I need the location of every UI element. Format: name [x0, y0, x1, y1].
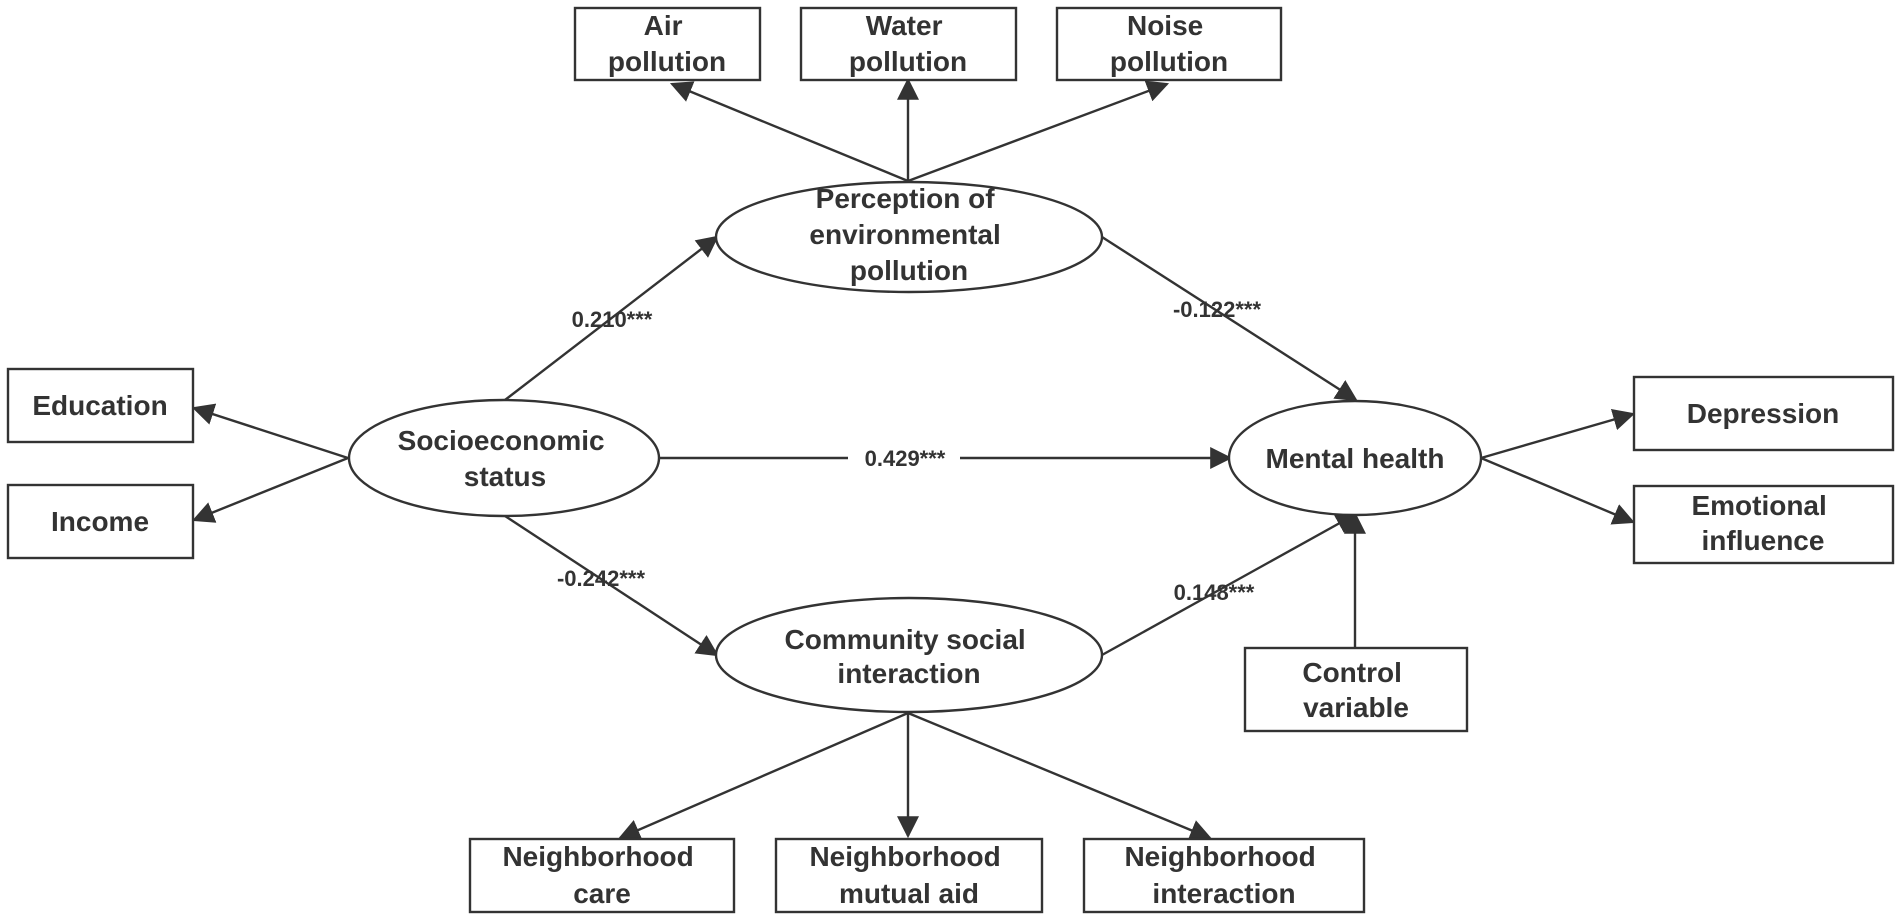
neighborhood-mutual-aid-label: Neighborhood mutual aid: [809, 841, 1008, 909]
coef-ses-mental: 0.429***: [865, 446, 946, 471]
edge-community-care: [617, 711, 909, 841]
income-label: Income: [51, 506, 149, 537]
education-label: Education: [32, 390, 167, 421]
community-ellipse: [714, 596, 1104, 714]
emotional-influence-box: [1632, 484, 1895, 565]
edge-ses-income: [191, 456, 349, 523]
edge-mental-emotional: [1480, 456, 1636, 525]
mental-health-ellipse: [1227, 399, 1483, 517]
ses-ellipse: [347, 398, 661, 518]
income-box: [6, 483, 195, 560]
edge-ses-perception: [504, 235, 719, 401]
depression-label: Depression: [1687, 398, 1840, 429]
neighborhood-interaction-box: [1082, 837, 1366, 914]
mental-health-label: Mental health: [1266, 443, 1445, 474]
perception-label: Perception of environmental pollution: [809, 183, 1008, 286]
edge-ses-education: [191, 403, 349, 460]
path-coefficients: 0.210*** -0.122*** 0.429*** -0.242*** 0.…: [557, 297, 1262, 605]
latent-variables: Perception of environmental pollution So…: [347, 180, 1483, 714]
ses-label: Socioeconomic status: [398, 425, 613, 492]
neighborhood-care-box: [468, 837, 736, 914]
indicator-boxes: Air pollution Water pollution Noise poll…: [6, 6, 1895, 914]
edges: [191, 77, 1636, 841]
water-pollution-label: Water pollution: [849, 10, 967, 77]
noise-pollution-box: [1055, 6, 1283, 82]
emotional-influence-label: Emotional influence: [1691, 490, 1834, 556]
coef-perception-mental: -0.122***: [1173, 297, 1262, 322]
perception-ellipse: [714, 180, 1104, 294]
community-label: Community social interaction: [785, 624, 1034, 689]
air-pollution-box: [573, 6, 762, 82]
coef-ses-mental-bg: [848, 444, 960, 470]
edge-ses-community: [504, 514, 719, 657]
edge-mental-depression: [1480, 408, 1636, 460]
coef-ses-community: -0.242***: [557, 566, 646, 591]
neighborhood-care-label: Neighborhood care: [502, 841, 701, 909]
edge-community-interaction: [907, 711, 1213, 841]
coef-community-mental: 0.148***: [1174, 580, 1255, 605]
edge-perception-mental: [1101, 235, 1358, 402]
water-pollution-box: [799, 6, 1018, 82]
neighborhood-interaction-label: Neighborhood interaction: [1124, 841, 1323, 909]
coef-ses-perception: 0.210***: [572, 307, 653, 332]
noise-pollution-label: Noise pollution: [1110, 10, 1228, 77]
control-variable-box: [1243, 646, 1469, 733]
edge-community-mental: [1101, 512, 1358, 657]
control-variable-label: Control variable: [1302, 657, 1409, 723]
neighborhood-mutual-aid-box: [774, 837, 1044, 914]
edge-perception-noise: [907, 80, 1170, 183]
air-pollution-label: Air pollution: [608, 10, 726, 77]
depression-box: [1632, 375, 1895, 452]
edge-perception-air: [669, 81, 909, 183]
education-box: [6, 367, 195, 444]
